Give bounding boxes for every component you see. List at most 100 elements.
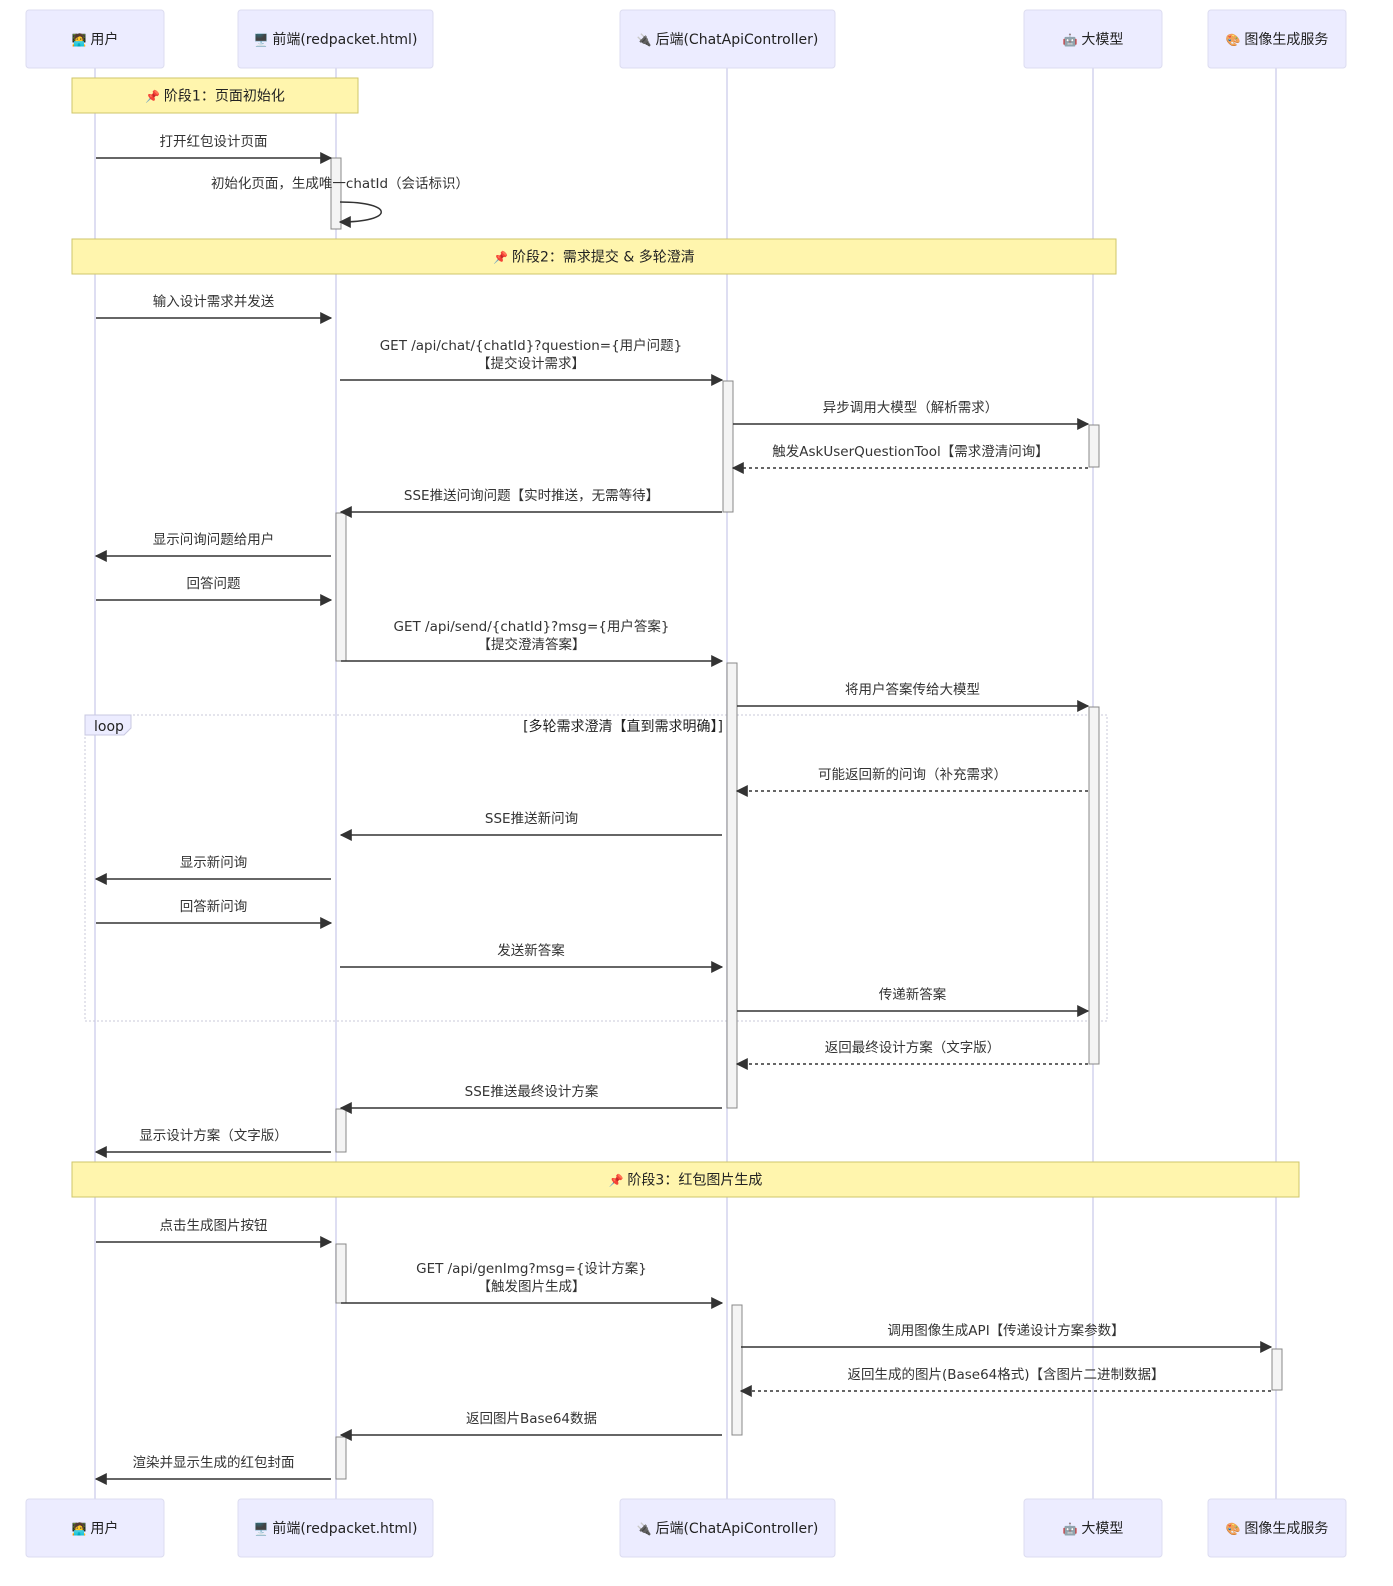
message-user-to-frontend: 输入设计需求并发送 [96, 294, 333, 324]
message-label: 返回图片Base64数据 [466, 1411, 597, 1427]
actor-image-bottom[interactable]: 🎨 图像生成服务 [1207, 1498, 1347, 1558]
message-label: 触发AskUserQuestionTool【需求澄清问询】 [772, 444, 1048, 460]
plug-icon: 🔌 [637, 33, 656, 47]
actor-label: 🔌 后端(ChatApiController) [637, 1521, 819, 1537]
message-user-to-frontend: 回答问题 [96, 575, 333, 606]
message-label: 返回最终设计方案（文字版） [825, 1039, 1001, 1056]
actor-backend-top[interactable]: 🔌 后端(ChatApiController) [619, 9, 836, 69]
actor-label: 🖥️ 前端(redpacket.html) [254, 31, 418, 48]
message-label: SSE推送问询问题【实时推送，无需等待】 [404, 487, 659, 504]
note-phase2: 📌 阶段2：需求提交 & 多轮澄清 [71, 238, 1117, 275]
message-user-to-frontend: 回答新问询 [96, 898, 333, 929]
message-label: 可能返回新的问询（补充需求） [818, 767, 1007, 783]
loop-label-tab [84, 714, 132, 736]
message-label: SSE推送最终设计方案 [465, 1083, 599, 1100]
message-label: 初始化页面，生成唯一chatId（会话标识） [211, 175, 469, 192]
message-backend-to-frontend: SSE推送问询问题【实时推送，无需等待】 [339, 487, 722, 518]
svg-text:📌 阶段2：需求提交 & 多轮澄清: 📌 阶段2：需求提交 & 多轮澄清 [493, 249, 695, 266]
message-label: GET /api/genImg?msg={设计方案} [416, 1260, 647, 1277]
actor-frontend-bottom[interactable]: 🖥️ 前端(redpacket.html) [237, 1498, 434, 1558]
message-label: GET /api/send/{chatId}?msg={用户答案} [394, 618, 670, 635]
actor-label: 🎨 图像生成服务 [1226, 1521, 1329, 1538]
message-label: GET /api/chat/{chatId}?question={用户问题} [380, 337, 683, 354]
actor-backend-bottom[interactable]: 🔌 后端(ChatApiController) [619, 1498, 836, 1558]
message-llm-to-backend: 可能返回新的问询（补充需求） [735, 767, 1088, 797]
message-label: 回答新问询 [180, 898, 248, 915]
activation-llm [1088, 424, 1100, 468]
actor-label: 🤖 大模型 [1063, 32, 1124, 48]
pushpin-icon: 📌 [609, 1172, 628, 1187]
svg-text:📌 阶段1：页面初始化: 📌 阶段1：页面初始化 [145, 88, 285, 105]
note-phase3: 📌 阶段3：红包图片生成 [71, 1161, 1300, 1198]
message-frontend-to-backend: 发送新答案 [340, 942, 724, 973]
message-label: 异步调用大模型（解析需求） [823, 400, 999, 416]
message-backend-to-image: 调用图像生成API【传递设计方案参数】 [741, 1322, 1273, 1353]
message-user-to-frontend: 打开红包设计页面 [96, 133, 333, 164]
plug-icon: 🔌 [637, 1522, 656, 1536]
activation-frontend [335, 512, 347, 662]
message-frontend-to-backend: GET /api/genImg?msg={设计方案}【触发图片生成】 [341, 1260, 724, 1309]
actor-frontend-top[interactable]: 🖥️ 前端(redpacket.html) [237, 9, 434, 69]
message-label: 返回生成的图片(Base64格式)【含图片二进制数据】 [847, 1367, 1164, 1383]
message-label: 【提交澄清答案】 [478, 636, 586, 653]
message-frontend-to-user: 显示设计方案（文字版） [94, 1127, 331, 1158]
computer-icon: 🖥️ [254, 1522, 273, 1536]
actor-label: 🤖 大模型 [1063, 1521, 1124, 1537]
message-label: 回答问题 [187, 575, 241, 592]
user-icon: 🧑‍💻 [72, 32, 91, 47]
message-label: 输入设计需求并发送 [153, 294, 275, 310]
message-user-to-frontend: 点击生成图片按钮 [96, 1218, 333, 1248]
phase-notes: 📌 阶段1：页面初始化 📌 阶段2：需求提交 & 多轮澄清 📌 阶段3：红包图片生成 [71, 77, 1300, 1198]
message-frontend-to-backend: GET /api/send/{chatId}?msg={用户答案}【提交澄清答案… [341, 618, 724, 667]
message-backend-to-llm: 传递新答案 [737, 986, 1090, 1017]
message-label: 【提交设计需求】 [477, 355, 585, 372]
computer-icon: 🖥️ [254, 33, 273, 47]
activation-frontend [330, 157, 342, 230]
loop-label: loop [94, 719, 124, 735]
pushpin-icon: 📌 [493, 249, 512, 264]
message-backend-to-llm: 异步调用大模型（解析需求） [733, 400, 1090, 430]
activation-frontend [335, 1436, 347, 1480]
message-label: 显示新问询 [180, 855, 248, 871]
actor-label: 🖥️ 前端(redpacket.html) [254, 1520, 418, 1537]
message-backend-to-frontend: SSE推送最终设计方案 [339, 1083, 722, 1114]
message-llm-to-backend: 触发AskUserQuestionTool【需求澄清问询】 [731, 444, 1088, 474]
message-label: 点击生成图片按钮 [160, 1218, 268, 1234]
message-label: 传递新答案 [879, 986, 947, 1003]
loop-frame: loop [多轮需求澄清【直到需求明确】] [84, 714, 1108, 1022]
actor-label: 🔌 后端(ChatApiController) [637, 32, 819, 48]
message-frontend-to-backend: GET /api/chat/{chatId}?question={用户问题}【提… [340, 337, 724, 386]
activation-backend [731, 1304, 743, 1436]
actor-image-top[interactable]: 🎨 图像生成服务 [1207, 9, 1347, 69]
activation-backend [726, 662, 738, 1109]
activation-backend [722, 380, 734, 513]
robot-icon: 🤖 [1063, 33, 1082, 47]
actor-user-bottom[interactable]: 🧑‍💻 用户 [25, 1498, 165, 1558]
message-frontend-to-user: 显示新问询 [94, 855, 331, 885]
message-label: 发送新答案 [497, 942, 565, 959]
palette-icon: 🎨 [1226, 1521, 1245, 1536]
message-label: 渲染并显示生成的红包封面 [133, 1455, 295, 1471]
actor-label: 🧑‍💻 用户 [72, 31, 119, 48]
message-llm-to-backend: 返回最终设计方案（文字版） [735, 1039, 1088, 1070]
actor-label: 🎨 图像生成服务 [1226, 32, 1329, 49]
activation-frontend [335, 1108, 347, 1153]
palette-icon: 🎨 [1226, 32, 1245, 47]
svg-text:📌 阶段3：红包图片生成: 📌 阶段3：红包图片生成 [609, 1172, 763, 1189]
pushpin-icon: 📌 [145, 88, 164, 103]
message-label: 打开红包设计页面 [160, 133, 268, 150]
loop-condition: [多轮需求澄清【直到需求明确】] [523, 718, 723, 735]
user-icon: 🧑‍💻 [72, 1521, 91, 1536]
message-backend-to-llm: 将用户答案传给大模型 [737, 681, 1090, 712]
actors-bottom: 🧑‍💻 用户 🖥️ 前端(redpacket.html) 🔌 后端(ChatApiC… [25, 1498, 1347, 1558]
actor-user-top[interactable]: 🧑‍💻 用户 [25, 9, 165, 69]
message-arrow [338, 201, 382, 228]
actor-llm-top[interactable]: 🤖 大模型 [1023, 9, 1163, 69]
actor-label: 🧑‍💻 用户 [72, 1520, 119, 1537]
message-label: 将用户答案传给大模型 [845, 681, 980, 698]
activation-frontend [335, 1243, 347, 1304]
activation-llm [1088, 706, 1100, 1065]
actor-llm-bottom[interactable]: 🤖 大模型 [1023, 1498, 1163, 1558]
robot-icon: 🤖 [1063, 1522, 1082, 1536]
